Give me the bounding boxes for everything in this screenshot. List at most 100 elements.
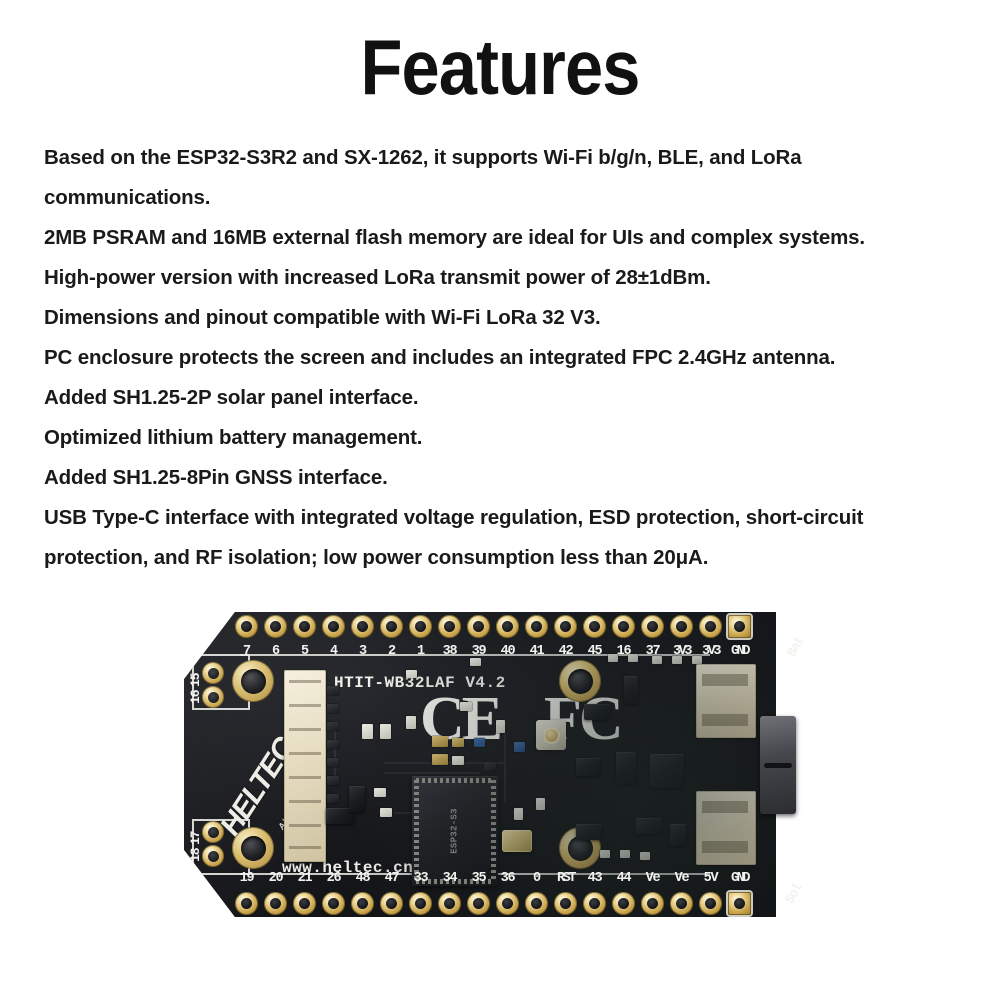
smd-resistor [692, 656, 702, 664]
smd-capacitor [432, 754, 448, 765]
pin-label-left-lower-2: 17 [188, 831, 203, 845]
pin-label-bottom: 20 [268, 871, 284, 886]
pin-labels-bottom: 19 20 21 26 48 47 33 34 35 36 0 RST 43 4… [232, 871, 754, 886]
via-pad-17 [202, 845, 224, 867]
charge-ic [636, 818, 662, 834]
smd-resistor [514, 808, 523, 820]
ufl-antenna-connector [536, 720, 566, 750]
pcb-board-image: HTIT-WB32LAF V4.2 www.heltec.cn CE FC HE… [182, 600, 832, 930]
pin-bottom [348, 889, 377, 918]
smd-pad [327, 722, 339, 731]
smd-resistor [406, 670, 417, 678]
smd-pad [327, 686, 339, 695]
pin-top [435, 612, 464, 641]
pin-label-bottom: 33 [413, 871, 429, 886]
smd-resistor [380, 808, 392, 817]
pin-label-bottom: 36 [500, 871, 516, 886]
smd-resistor [452, 756, 464, 765]
smd-inductor [514, 742, 525, 752]
board-part-number: HTIT-WB32LAF V4.2 [334, 674, 506, 692]
pin-label-bottom: 26 [326, 871, 342, 886]
pin-header-bottom [232, 889, 754, 918]
feature-item: Based on the ESP32-S3R2 and SX-1262, it … [44, 146, 802, 209]
smd-capacitor [406, 716, 416, 729]
pin-label-bottom: 34 [442, 871, 458, 886]
pin-label-top: 42 [558, 644, 574, 659]
pin-bottom [609, 889, 638, 918]
pin-label-bottom: 0 [533, 871, 541, 886]
pin-label-bottom: 47 [384, 871, 400, 886]
pin-top [609, 612, 638, 641]
smd-resistor [374, 788, 386, 797]
diode-package [624, 676, 638, 704]
feature-item: USB Type-C interface with integrated vol… [44, 506, 864, 569]
crystal-oscillator [502, 830, 532, 852]
transistor-package [670, 824, 686, 846]
smd-pad [327, 740, 339, 749]
pin-bottom [638, 889, 667, 918]
esp32-s3-soc: ESP32-S3 [412, 776, 498, 886]
pin-label-bottom: 19 [239, 871, 255, 886]
pin-label-top: 4 [330, 644, 338, 659]
pin-label-left-lower: 18 [188, 848, 203, 862]
feature-item: 2MB PSRAM and 16MB external flash memory… [44, 226, 865, 249]
pin-label-bottom: 48 [355, 871, 371, 886]
pin-label-bottom: 21 [297, 871, 313, 886]
pin-header-top [232, 612, 754, 641]
features-list: Based on the ESP32-S3R2 and SX-1262, it … [44, 138, 956, 578]
pin-label-bottom: GND [730, 871, 751, 886]
pin-labels-top: 7 6 5 4 3 2 1 38 39 40 41 42 45 16 37 3V… [232, 644, 754, 659]
smd-pad [327, 776, 339, 785]
silk-rule-top [240, 654, 710, 656]
pin-label-bottom: 44 [616, 871, 632, 886]
battery-connector-label: Bat [784, 634, 808, 660]
pcb-trace [334, 722, 336, 782]
pin-label-top: 39 [471, 644, 487, 659]
pin-label-top: 41 [529, 644, 545, 659]
pin-bottom [580, 889, 609, 918]
via-pad-16 [202, 662, 224, 684]
smd-inductor [474, 738, 485, 747]
pin-label-bottom: Ve [674, 871, 690, 886]
pin-label-top: 1 [417, 644, 425, 659]
feature-item: PC enclosure protects the screen and inc… [44, 346, 836, 369]
mounting-hole-top-left [232, 660, 274, 702]
smd-capacitor [380, 724, 391, 739]
load-switch-ic [576, 824, 602, 840]
pin-top [406, 612, 435, 641]
pin-label-bottom: RST [556, 871, 577, 886]
pin-top [580, 612, 609, 641]
pin-label-top: 5 [301, 644, 309, 659]
smd-capacitor [452, 738, 464, 747]
ldo-ic [326, 808, 354, 824]
smd-capacitor [432, 736, 448, 747]
diode-package-2 [616, 752, 636, 784]
via-pad-15 [202, 686, 224, 708]
smd-resistor [536, 798, 545, 810]
smd-transistor [349, 786, 365, 812]
feature-item: High-power version with increased LoRa t… [44, 266, 711, 289]
feature-item: Added SH1.25-2P solar panel interface. [44, 386, 419, 409]
pin-label-bottom: 35 [471, 871, 487, 886]
pin-top [348, 612, 377, 641]
pin-label-top: 16 [616, 644, 632, 659]
smd-resistor [608, 654, 618, 662]
pin-label-top: 45 [587, 644, 603, 659]
pin-bottom-gnd [725, 889, 754, 918]
smd-resistor [484, 762, 496, 771]
pin-bottom [464, 889, 493, 918]
pin-label-left-upper: 16 [188, 690, 203, 704]
soc-marking: ESP32-S3 [449, 808, 460, 854]
pin-label-left-upper-2: 15 [188, 673, 203, 687]
pin-bottom [696, 889, 725, 918]
battery-connector-sh125-2p [696, 664, 756, 738]
pin-bottom [319, 889, 348, 918]
pin-bottom [435, 889, 464, 918]
pin-top [290, 612, 319, 641]
smd-resistor [496, 720, 505, 733]
pin-bottom [261, 889, 290, 918]
feature-item: Optimized lithium battery management. [44, 426, 423, 449]
pcb-substrate: HTIT-WB32LAF V4.2 www.heltec.cn CE FC HE… [184, 612, 776, 917]
board-website: www.heltec.cn [282, 859, 414, 877]
smd-resistor [652, 656, 662, 664]
